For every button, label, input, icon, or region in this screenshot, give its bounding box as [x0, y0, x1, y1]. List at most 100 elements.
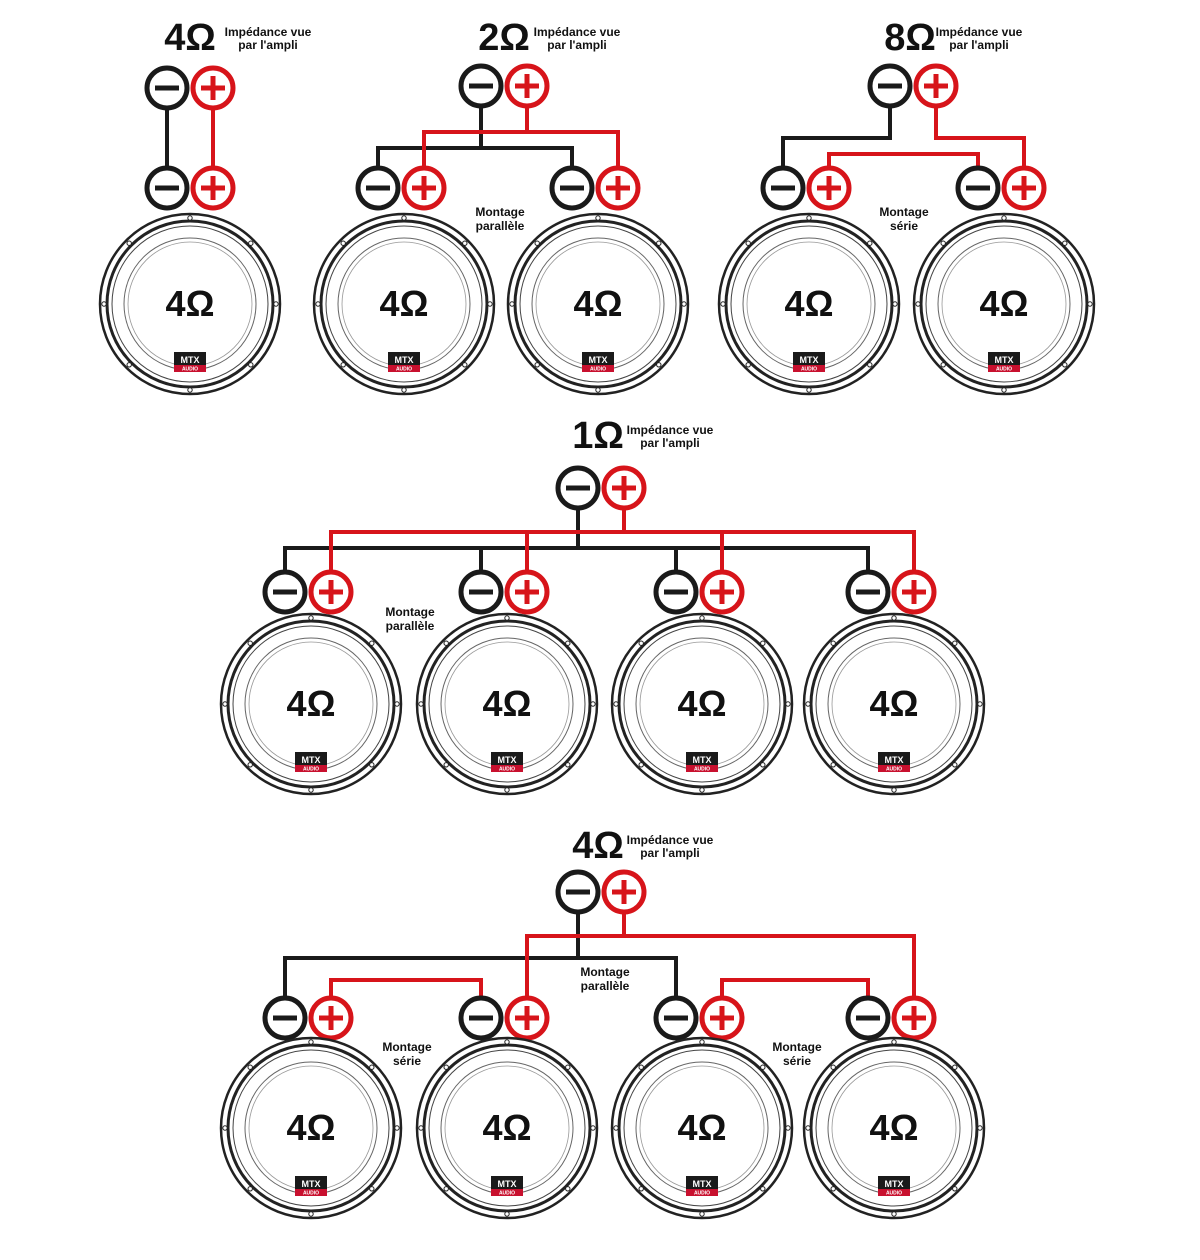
brand-name: MTX — [885, 755, 904, 765]
config-two-parallel-neg-wire-left — [376, 106, 483, 168]
config-four-sp-amp-minus-terminal-icon — [555, 869, 601, 915]
config-four-sp-spk2-plus-terminal-icon — [504, 995, 550, 1041]
config-two-parallel-amp-note-line1: Impédance vue — [534, 25, 621, 39]
config-four-sp-spk3-plus-terminal-icon — [699, 995, 745, 1041]
config-four-sp-amp-plus-terminal-icon — [601, 869, 647, 915]
config-four-sp-parallel-note-line1: Montage — [580, 965, 630, 979]
config-four-sp-spk3-minus-terminal-icon — [653, 995, 699, 1041]
config-four-sp-amp-impedance: 4Ω — [572, 825, 624, 867]
config-two-series-amp-impedance: 8Ω — [884, 17, 936, 59]
config-four-parallel-spk1-minus-terminal-icon — [262, 569, 308, 615]
config-two-series-note-line2: série — [890, 219, 918, 233]
config-four-sp-series-link-2 — [720, 978, 870, 998]
config-four-sp-speaker-4: 4Ω MTX AUDIO — [802, 1036, 986, 1220]
config-single-spk-plus-terminal-icon — [190, 165, 236, 211]
speaker-impedance-label: 4Ω — [980, 283, 1029, 324]
brand-name: MTX — [395, 355, 414, 365]
brand-name: MTX — [693, 755, 712, 765]
config-four-sp-neg-bus — [283, 956, 678, 998]
config-four-sp-spk1-minus-terminal-icon — [262, 995, 308, 1041]
config-two-parallel-amp-minus-terminal-icon — [458, 63, 504, 109]
brand-sub: AUDIO — [801, 367, 817, 373]
brand-sub: AUDIO — [303, 767, 319, 773]
speaker-impedance-label: 4Ω — [166, 283, 215, 324]
brand-sub: AUDIO — [694, 1191, 710, 1197]
config-four-parallel-speaker-2: 4Ω MTX AUDIO — [415, 612, 599, 796]
brand-sub: AUDIO — [996, 367, 1012, 373]
config-four-parallel-note-line2: parallèle — [386, 619, 435, 633]
config-two-series-amp-note-line2: par l'ampli — [949, 38, 1009, 52]
config-two-series-spk1-plus-terminal-icon — [806, 165, 852, 211]
config-two-parallel-pos-wire-left — [422, 106, 529, 168]
config-four-parallel-spk3-plus-terminal-icon — [699, 569, 745, 615]
config-four-sp-series-note-2-line1: Montage — [772, 1040, 822, 1054]
config-four-parallel-amp-note-line2: par l'ampli — [640, 436, 700, 450]
config-four-sp-series-note-1-line1: Montage — [382, 1040, 432, 1054]
brand-name: MTX — [498, 1179, 517, 1189]
config-two-parallel-note-line2: parallèle — [476, 219, 525, 233]
config-single-amp-minus-terminal-icon — [144, 65, 190, 111]
config-four-parallel-spk2-plus-terminal-icon — [504, 569, 550, 615]
brand-name: MTX — [885, 1179, 904, 1189]
speaker-impedance-label: 4Ω — [785, 283, 834, 324]
brand-name: MTX — [498, 755, 517, 765]
brand-sub: AUDIO — [499, 1191, 515, 1197]
config-single-amp-impedance: 4Ω — [164, 17, 216, 59]
config-four-parallel-spk3-minus-terminal-icon — [653, 569, 699, 615]
config-four-parallel-neg-bus — [283, 546, 870, 572]
config-four-sp-spk4-minus-terminal-icon — [845, 995, 891, 1041]
speaker-impedance-label: 4Ω — [287, 1107, 336, 1148]
config-four-sp-amp-note-line2: par l'ampli — [640, 846, 700, 860]
brand-sub: AUDIO — [499, 767, 515, 773]
config-four-sp-series-link-1 — [329, 978, 483, 998]
brand-name: MTX — [995, 355, 1014, 365]
config-four-parallel-note-line1: Montage — [385, 605, 435, 619]
config-two-series-neg-wire — [781, 106, 892, 168]
config-two-parallel-spk2-plus-terminal-icon — [595, 165, 641, 211]
config-four-sp-spk4-plus-terminal-icon — [891, 995, 937, 1041]
config-four-parallel-spk4-plus-terminal-icon — [891, 569, 937, 615]
brand-sub: AUDIO — [886, 1191, 902, 1197]
config-four-sp-spk1-plus-terminal-icon — [308, 995, 354, 1041]
config-four-parallel-amp-minus-terminal-icon — [555, 465, 601, 511]
config-four-sp-series-note-1-line2: série — [393, 1054, 421, 1068]
config-four-parallel-amp-plus-terminal-icon — [601, 465, 647, 511]
speaker-impedance-label: 4Ω — [870, 683, 919, 724]
config-two-series-spk2-minus-terminal-icon — [955, 165, 1001, 211]
config-two-series-amp-minus-terminal-icon — [867, 63, 913, 109]
config-four-sp-amp-note-line1: Impédance vue — [627, 833, 714, 847]
config-two-parallel-pos-wire-right — [527, 130, 620, 168]
config-two-parallel-amp-impedance: 2Ω — [478, 17, 530, 59]
config-two-series-pos-wire — [934, 106, 1026, 168]
config-four-sp-spk2-minus-terminal-icon — [458, 995, 504, 1041]
config-two-parallel-spk2-minus-terminal-icon — [549, 165, 595, 211]
speaker-impedance-label: 4Ω — [574, 283, 623, 324]
brand-name: MTX — [302, 1179, 321, 1189]
config-single-amp-plus-terminal-icon — [190, 65, 236, 111]
config-four-sp-pos-bus — [525, 934, 916, 998]
config-two-series-link-wire — [827, 152, 980, 168]
brand-sub: AUDIO — [303, 1191, 319, 1197]
brand-sub: AUDIO — [396, 367, 412, 373]
brand-name: MTX — [800, 355, 819, 365]
config-two-series-spk2-plus-terminal-icon — [1001, 165, 1047, 211]
config-two-series-speaker-2: 4Ω MTX AUDIO — [912, 212, 1096, 396]
speaker-impedance-label: 4Ω — [483, 683, 532, 724]
config-two-series-note-line1: Montage — [879, 205, 929, 219]
config-two-series-speaker-1: 4Ω MTX AUDIO — [717, 212, 901, 396]
brand-sub: AUDIO — [694, 767, 710, 773]
config-four-parallel-amp-impedance: 1Ω — [572, 415, 624, 457]
config-four-sp-parallel-note-line2: parallèle — [581, 979, 630, 993]
config-two-parallel-spk1-plus-terminal-icon — [401, 165, 447, 211]
config-four-parallel-amp-note-line1: Impédance vue — [627, 423, 714, 437]
speaker-impedance-label: 4Ω — [870, 1107, 919, 1148]
